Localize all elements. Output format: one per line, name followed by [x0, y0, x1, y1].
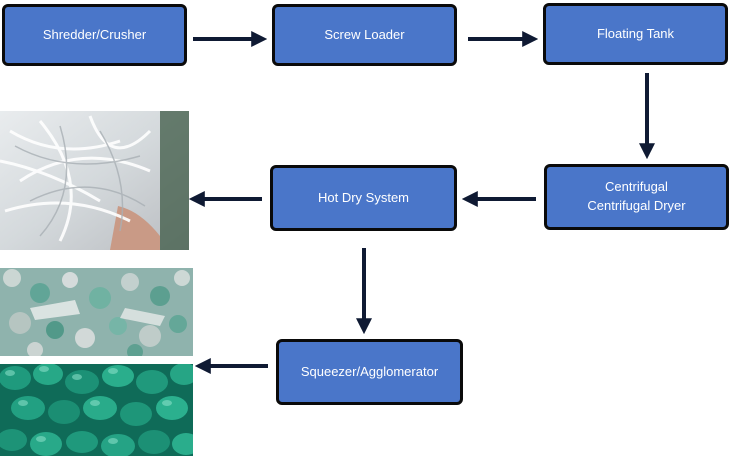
- centrifugal-label-line1: Centrifugal: [605, 179, 668, 195]
- centrifugal-label-line2: Centrifugal Dryer: [587, 198, 686, 213]
- hot-dry-system-label: Hot Dry System: [317, 189, 409, 205]
- screw-loader-node: Screw Loader: [272, 4, 457, 66]
- plastic-flakes-photo: [0, 268, 193, 356]
- squeezer-agglomerator-label: Squeezer/Agglomerator: [300, 363, 439, 379]
- screw-loader-label: Screw Loader: [324, 26, 405, 42]
- squeezer-agglomerator-node: Squeezer/Agglomerator: [276, 339, 463, 405]
- centrifugal-dryer-node: Centrifugal Centrifugal Dryer: [544, 164, 729, 230]
- hot-dry-system-node: Hot Dry System: [270, 165, 457, 231]
- green-pellets-photo: [0, 364, 193, 456]
- floating-tank-label: Floating Tank: [596, 25, 675, 41]
- shredded-film-photo: [0, 111, 189, 250]
- shredder-crusher-label: Shredder/Crusher: [42, 26, 147, 42]
- shredder-crusher-node: Shredder/Crusher: [2, 4, 187, 66]
- floating-tank-node: Floating Tank: [543, 3, 728, 65]
